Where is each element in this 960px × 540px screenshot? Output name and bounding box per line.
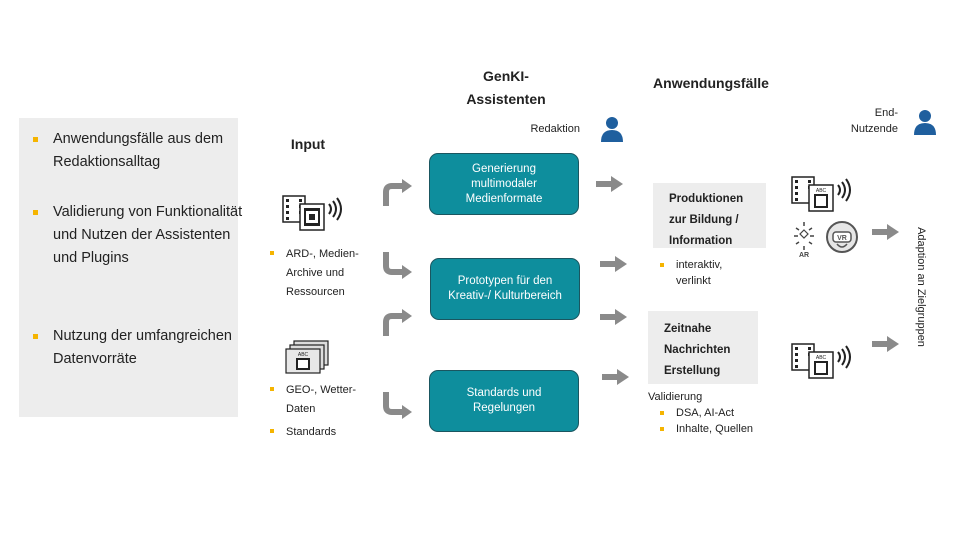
input-item-text: ARD-, Medien- Archive und Ressourcen bbox=[286, 248, 359, 298]
arrow-right-icon bbox=[602, 369, 629, 385]
use-case-bullet-text: DSA, AI-Act bbox=[676, 407, 735, 419]
summary-item-text: Anwendungsfälle aus dem Redaktionsalltag bbox=[53, 131, 224, 170]
summary-item: Validierung von Funktionalität und Nutze… bbox=[33, 201, 253, 270]
arrow-right-icon bbox=[596, 176, 623, 192]
input-item: Standards bbox=[270, 423, 380, 442]
adaption-label: Adaption an Zielgruppen bbox=[915, 227, 927, 347]
summary-item-text: Nutzung der umfangreichen Datenvorräte bbox=[53, 328, 232, 367]
curved-arrow-up-icon bbox=[383, 309, 412, 336]
input-item: ARD-, Medien- Archive und Ressourcen bbox=[270, 245, 380, 302]
user-icon bbox=[601, 117, 623, 142]
assistant-box-generation: Generierung multimodaler Medienformate bbox=[429, 153, 579, 215]
redaktion-label: Redaktion bbox=[530, 123, 580, 135]
summary-item: Nutzung der umfangreichen Datenvorräte bbox=[33, 325, 253, 371]
validation-label: Validierung bbox=[648, 391, 703, 403]
user-icon bbox=[914, 110, 936, 135]
arrow-right-icon bbox=[600, 309, 627, 325]
use-case-education-bullets: interaktiv, verlinkt bbox=[660, 257, 770, 289]
use-case-education: Produktionen zur Bildung / Information bbox=[653, 183, 766, 248]
curved-arrow-up-icon bbox=[383, 179, 412, 206]
input-item-text: Standards bbox=[286, 426, 337, 438]
assistant-box-standards: Standards und Regelungen bbox=[429, 370, 579, 432]
end-users-label: End- Nutzende bbox=[850, 107, 898, 135]
use-case-news-details: Validierung DSA, AI-Act Inhalte, Quellen bbox=[648, 389, 778, 437]
input-list-1: ARD-, Medien- Archive und Ressourcen bbox=[270, 245, 380, 302]
vr-headset-icon: VR bbox=[826, 221, 858, 253]
data-stack-icon: ABC bbox=[285, 340, 329, 374]
media-output-icon: ABC bbox=[791, 343, 851, 379]
ar-icon: AR bbox=[794, 222, 814, 258]
use-case-bullet-text: interaktiv, verlinkt bbox=[676, 259, 723, 287]
use-case-bullet: interaktiv, verlinkt bbox=[660, 257, 770, 289]
bullet-icon bbox=[33, 137, 38, 142]
use-case-bullet: Inhalte, Quellen bbox=[660, 421, 778, 437]
curved-arrow-down-icon bbox=[383, 392, 412, 419]
bullet-icon bbox=[33, 334, 38, 339]
use-case-news: Zeitnahe Nachrichten Erstellung bbox=[648, 311, 758, 384]
bullet-icon bbox=[660, 263, 664, 267]
input-heading: Input bbox=[290, 136, 326, 152]
ar-text: AR bbox=[799, 252, 809, 258]
input-item: GEO-, Wetter- Daten bbox=[270, 381, 380, 419]
vr-text: VR bbox=[837, 235, 847, 242]
abc-text: ABC bbox=[298, 352, 309, 358]
summary-item: Anwendungsfälle aus dem Redaktionsalltag bbox=[33, 128, 253, 174]
media-archive-icon bbox=[282, 195, 342, 231]
summary-item-text: Validierung von Funktionalität und Nutze… bbox=[53, 204, 243, 266]
arrow-right-icon bbox=[872, 224, 899, 240]
abc-text: ABC bbox=[816, 355, 827, 361]
input-item-text: GEO-, Wetter- Daten bbox=[286, 384, 357, 415]
arrow-right-icon bbox=[600, 256, 627, 272]
use-case-bullet-text: Inhalte, Quellen bbox=[676, 423, 754, 435]
curved-arrow-down-icon bbox=[383, 252, 412, 279]
bullet-icon bbox=[660, 427, 664, 431]
bullet-icon bbox=[660, 411, 664, 415]
use-case-bullet: DSA, AI-Act bbox=[660, 405, 778, 421]
assistant-box-prototypes: Prototypen für den Kreativ-/ Kulturberei… bbox=[430, 258, 580, 320]
summary-panel: Anwendungsfälle aus dem Redaktionsalltag… bbox=[19, 118, 242, 417]
bullet-icon bbox=[270, 429, 274, 433]
abc-text: ABC bbox=[816, 188, 827, 194]
use-cases-heading: Anwendungsfälle bbox=[653, 75, 769, 91]
bullet-icon bbox=[270, 251, 274, 255]
assistants-heading: GenKI- Assistenten bbox=[466, 68, 546, 107]
bullet-icon bbox=[33, 210, 38, 215]
media-output-icon: ABC bbox=[791, 176, 851, 212]
bullet-icon bbox=[270, 387, 274, 391]
input-list-2: GEO-, Wetter- Daten Standards bbox=[270, 381, 380, 442]
arrow-right-icon bbox=[872, 336, 899, 352]
